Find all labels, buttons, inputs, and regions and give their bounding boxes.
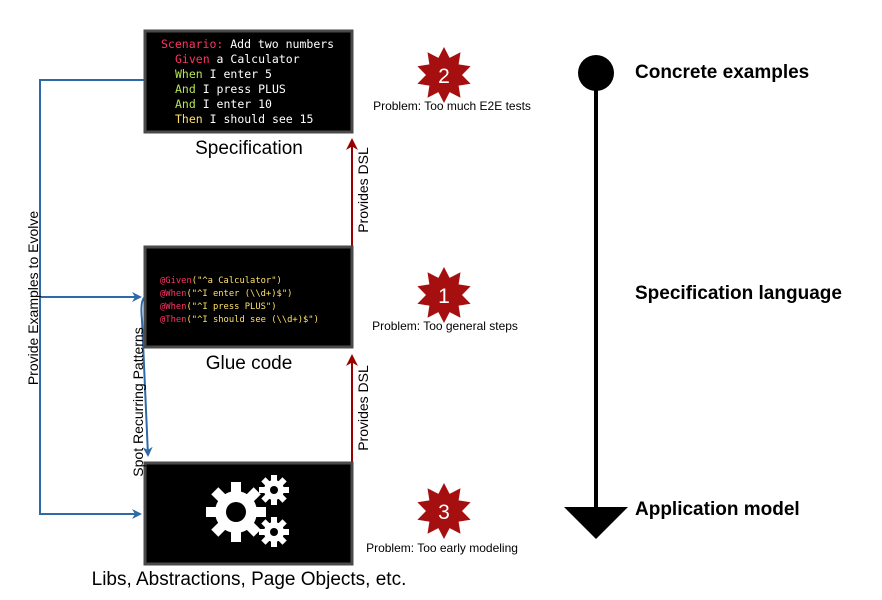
provide-examples-label: Provide Examples to Evolve: [25, 211, 41, 386]
spec-line-keyword: And: [175, 97, 196, 111]
axis-end-arrowhead: [564, 507, 628, 539]
specification-caption: Specification: [195, 138, 303, 159]
spec-line-text: I should see 15: [203, 112, 314, 126]
spec-line-keyword: When: [175, 67, 203, 81]
axis-label-bottom: Application model: [635, 499, 800, 520]
spec-line-text: Add two numbers: [223, 37, 334, 51]
abstraction-axis: [564, 55, 628, 539]
problem-3-text: Problem: Too early modeling: [366, 541, 518, 555]
glue-line-text: ("^a Calculator"): [192, 276, 282, 286]
problem-badge-1: 1: [417, 267, 471, 323]
glue-line-text: ("^I press PLUS"): [186, 302, 276, 312]
axis-label-top: Concrete examples: [635, 62, 809, 83]
provides-dsl-label-bottom: Provides DSL: [355, 365, 371, 451]
spec-line-text: a Calculator: [210, 52, 300, 66]
spec-line-text: I enter 5: [203, 67, 272, 81]
glue-code-box: [143, 245, 354, 349]
problem-badge-2-number: 2: [438, 65, 450, 88]
glue-line-annotation: @Then: [160, 315, 186, 325]
starburst-shape: [417, 267, 471, 323]
problem-badge-3: 3: [417, 483, 471, 539]
glue-line-text: ("^I enter (\\d+)$"): [186, 289, 292, 299]
problem-2-text: Problem: Too much E2E tests: [373, 99, 531, 113]
spec-line-keyword: Given: [175, 52, 210, 66]
spec-line-text: I press PLUS: [196, 82, 286, 96]
provide-examples-connector: [39, 79, 145, 519]
glue-line-annotation: @When: [160, 289, 186, 299]
spec-line-text: I enter 10: [196, 97, 272, 111]
glue-line-text: ("^I should see (\\d+)$"): [186, 315, 318, 325]
spec-line-keyword: And: [175, 82, 196, 96]
specification-box: [143, 29, 354, 134]
gears-icon: [206, 475, 289, 547]
spec-line-keyword: Scenario:: [161, 37, 223, 51]
starburst-shape: [417, 47, 471, 103]
glue-line-annotation: @Given: [160, 276, 192, 286]
glue-code-caption: Glue code: [206, 353, 293, 374]
provides-dsl-label-top: Provides DSL: [355, 147, 371, 233]
spec-line-keyword: Then: [175, 112, 203, 126]
problem-badge-3-number: 3: [438, 501, 450, 524]
starburst-shape: [417, 483, 471, 539]
glue-code-snippet: @Given("^a Calculator") @When("^I enter (…: [160, 276, 319, 325]
axis-start-dot: [578, 55, 614, 91]
libs-caption: Libs, Abstractions, Page Objects, etc.: [92, 569, 407, 590]
axis-label-middle: Specification language: [635, 283, 842, 304]
glue-line-annotation: @When: [160, 302, 186, 312]
spot-patterns-label: Spot Recurring Patterns: [130, 327, 146, 476]
problem-1-text: Problem: Too general steps: [372, 319, 518, 333]
problem-badge-2: 2: [417, 47, 471, 103]
problem-badge-1-number: 1: [438, 285, 450, 308]
